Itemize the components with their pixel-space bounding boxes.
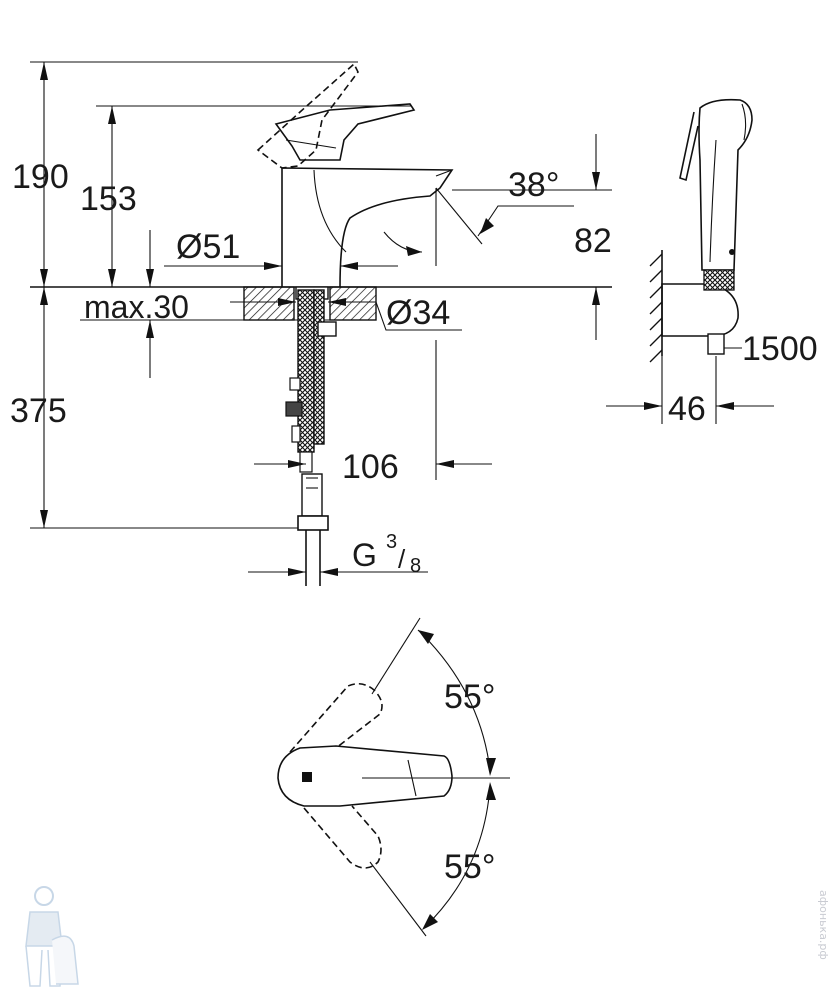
- shower-trigger: [679, 111, 699, 182]
- label-55-bottom: 55°: [444, 848, 495, 886]
- wall-hatch: [649, 253, 663, 363]
- shower-dot: [729, 249, 735, 255]
- label-153: 153: [80, 180, 137, 218]
- dimension-lines: [30, 61, 612, 576]
- label-82: 82: [574, 222, 612, 260]
- label-190: 190: [12, 158, 69, 196]
- center-up: [371, 617, 421, 695]
- label-1500: 1500: [742, 330, 818, 368]
- shower-grip: [703, 269, 735, 291]
- label-55-top: 55°: [444, 678, 495, 716]
- lever-indicator: [302, 772, 312, 782]
- arc-top: [417, 629, 491, 771]
- shower-holder: [661, 283, 739, 337]
- plumber-mascot-logo: [25, 886, 79, 987]
- angle-38-leader: [477, 205, 574, 237]
- hose-ferrule: [291, 425, 301, 443]
- label-38deg: 38°: [508, 166, 559, 204]
- label-g-num: 3: [386, 531, 397, 553]
- lever-outline: [274, 103, 416, 161]
- watermark-text: афонька.рф: [817, 890, 830, 960]
- top-view-lever: [277, 617, 510, 937]
- mount-bracket: [317, 321, 337, 337]
- ext-angle-slope: [435, 187, 483, 245]
- hand-shower-view: [606, 98, 774, 424]
- label-max30: max.30: [84, 289, 189, 325]
- hose-connector-small: [707, 333, 725, 355]
- dim-34-leader: [375, 301, 462, 331]
- lever-top-solid: [277, 745, 453, 807]
- label-d51: Ø51: [176, 228, 240, 266]
- shower-head: [698, 98, 753, 271]
- connection-nut: [297, 515, 329, 531]
- lever-top-down: [303, 805, 382, 869]
- lever-top-up: [289, 682, 383, 753]
- shower-highlight: [709, 139, 717, 263]
- label-46: 46: [668, 390, 706, 428]
- label-106: 106: [342, 448, 399, 486]
- angle-arc: [383, 231, 423, 253]
- shower-face: [741, 103, 747, 141]
- faucet-side-view: [30, 62, 612, 586]
- label-d34: Ø34: [386, 294, 450, 332]
- faucet-body: [281, 167, 454, 288]
- lever-raised-outline: [256, 62, 359, 169]
- label-g: G: [352, 537, 377, 573]
- label-g-slash: /: [398, 544, 406, 574]
- label-g-den: 8: [410, 555, 421, 577]
- label-375: 375: [10, 392, 67, 430]
- lever-edge-line: [285, 139, 337, 149]
- flex-hose-right: [313, 289, 325, 445]
- spout-tip-line: [435, 169, 453, 177]
- hose-nut: [285, 401, 303, 417]
- arc-bottom: [423, 785, 491, 929]
- hose-connector: [299, 451, 313, 473]
- connection-fitting: [301, 473, 323, 517]
- lever-arc: [313, 169, 347, 253]
- hose-clip: [289, 377, 301, 391]
- center-down: [369, 861, 427, 937]
